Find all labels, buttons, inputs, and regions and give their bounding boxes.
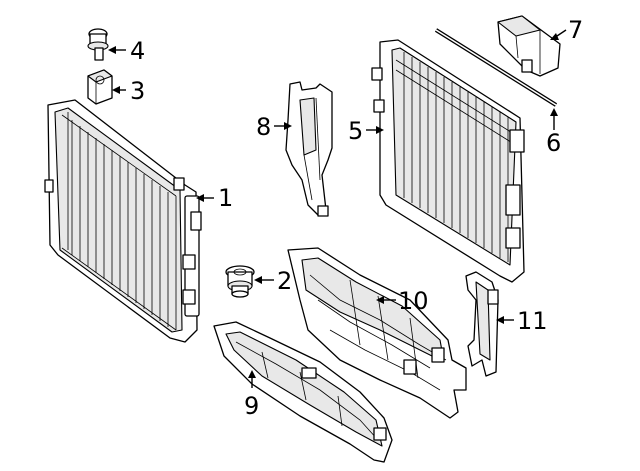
callout-9: 9 [244,392,259,420]
part-1-radiator [44,99,202,343]
part-7-top-guide [497,15,561,77]
callout-11: 11 [517,307,548,335]
callout-4: 4 [130,37,145,65]
part-10-air-duct [287,247,467,419]
part-6-seal-strip [434,28,558,107]
callout-3: 3 [130,77,145,105]
callout-10: 10 [398,287,429,315]
callout-5: 5 [348,117,363,145]
part-3-mount [87,69,113,105]
callout-2: 2 [277,267,292,295]
part-9-deflector [213,321,393,463]
callout-7: 7 [568,16,583,44]
part-11-baffle [465,271,499,377]
part-2-grommet [225,265,255,298]
callout-1: 1 [218,184,233,212]
part-4-pin [87,28,109,61]
part-5-condenser [371,39,525,283]
leader-lines [108,29,567,388]
part-8-air-guide [285,81,333,217]
callout-6: 6 [546,129,561,157]
callout-8: 8 [256,113,271,141]
